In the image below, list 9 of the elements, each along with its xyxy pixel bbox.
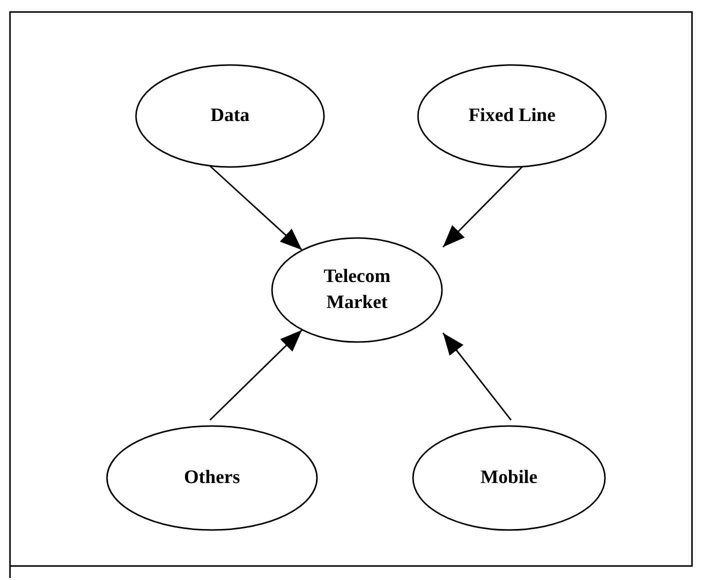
arrow [442, 165, 524, 248]
node-label: Fixed Line [468, 104, 556, 128]
arrow [210, 165, 302, 251]
node-label: Data [210, 104, 250, 128]
node-label: Others [184, 466, 240, 490]
arrow [209, 329, 303, 421]
node-label: Mobile [480, 466, 538, 490]
node-label: Telecom Market [322, 265, 392, 315]
arrow [442, 332, 512, 420]
